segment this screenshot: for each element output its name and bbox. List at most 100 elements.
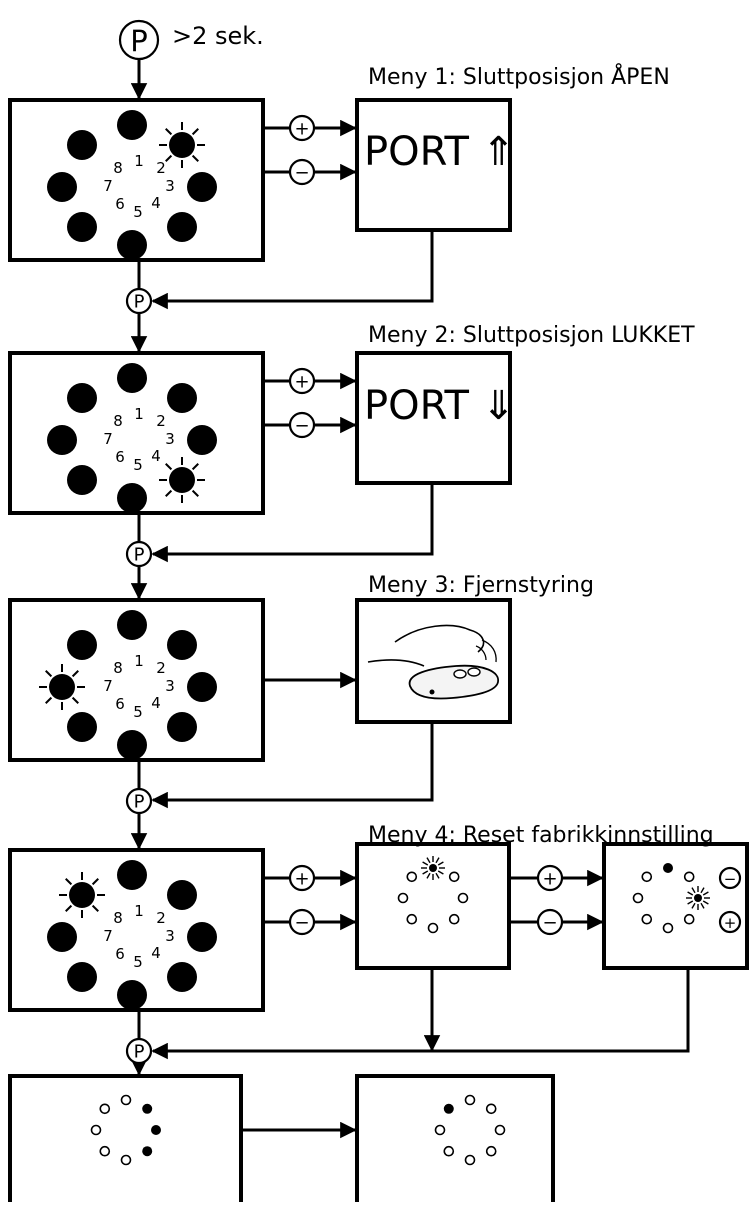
button-symbol: P <box>134 292 145 313</box>
minus-button-1[interactable]: − <box>288 158 316 186</box>
signal-wave <box>481 639 497 663</box>
button-outline <box>125 540 153 568</box>
button-symbol: + <box>294 119 309 140</box>
flash-ray <box>702 900 709 905</box>
small-led-on <box>443 1103 454 1114</box>
flash-ray <box>437 870 444 875</box>
flash-dot <box>694 894 702 902</box>
plus-button-1[interactable]: + <box>288 114 316 142</box>
minus-button-4a[interactable]: − <box>288 908 316 936</box>
led-7 <box>47 922 77 952</box>
led-number-6: 6 <box>115 695 125 713</box>
led-5 <box>117 230 147 260</box>
led-8 <box>67 383 97 413</box>
button-symbol: − <box>294 913 309 934</box>
plus-button-2[interactable]: + <box>288 367 316 395</box>
return-to-p-3 <box>151 722 434 809</box>
led-number-5: 5 <box>133 703 143 721</box>
button-symbol: − <box>724 870 737 888</box>
small-led-off <box>120 1154 132 1166</box>
led-5 <box>117 980 147 1010</box>
small-led-on <box>151 1125 161 1135</box>
p-button-4[interactable]: P <box>125 1037 153 1065</box>
led-ray <box>71 670 79 678</box>
small-led-off <box>99 1145 111 1157</box>
led-1 <box>117 110 147 140</box>
led-ray <box>191 463 199 471</box>
small-led-off <box>397 892 409 904</box>
plus-button-4a[interactable]: + <box>288 864 316 892</box>
led-number-4: 4 <box>151 447 161 465</box>
led-6 <box>67 712 97 742</box>
small-led-on <box>663 863 673 873</box>
button-outline <box>125 287 153 315</box>
led-4 <box>167 962 197 992</box>
led-number-2: 2 <box>156 909 166 927</box>
flash-ray <box>426 872 431 879</box>
flash-ray <box>691 902 696 909</box>
hand-outline <box>394 624 485 653</box>
active-led-icon <box>159 457 205 503</box>
remote-button <box>467 667 481 677</box>
led-number-7: 7 <box>103 927 113 945</box>
done-ring <box>434 1094 506 1166</box>
led-number-3: 3 <box>165 177 175 195</box>
small-led-off <box>120 1094 132 1106</box>
plus-button-4c[interactable]: + <box>718 910 742 934</box>
return-to-p-1 <box>151 230 434 310</box>
p-button-3[interactable]: P <box>125 787 153 815</box>
connector-lines <box>95 60 714 1152</box>
button-symbol: P <box>130 24 148 58</box>
p-button-start[interactable]: P <box>118 19 160 61</box>
flash-ray <box>422 861 429 866</box>
p-button-2[interactable]: P <box>125 540 153 568</box>
led-ray <box>65 904 73 912</box>
led-number-4: 4 <box>151 194 161 212</box>
led-number-8: 8 <box>113 659 123 677</box>
small-led-on <box>142 1146 153 1157</box>
small-led-off <box>448 871 460 883</box>
p-button-1[interactable]: P <box>125 287 153 315</box>
led-number-3: 3 <box>165 927 175 945</box>
small-led-off <box>641 871 653 883</box>
start-duration-label: >2 sek. <box>172 22 264 50</box>
led-ray <box>45 696 53 704</box>
done-box <box>355 1074 555 1206</box>
flash-ray <box>435 872 440 879</box>
button-symbol: + <box>724 914 737 932</box>
led-2 <box>167 880 197 910</box>
small-led-off <box>406 913 418 925</box>
led-dot <box>49 674 75 700</box>
led-ray <box>65 878 73 886</box>
button-outline <box>288 864 316 892</box>
led-number-5: 5 <box>133 953 143 971</box>
led-7 <box>47 172 77 202</box>
led-1 <box>117 860 147 890</box>
small-led-off <box>443 1145 455 1157</box>
plus-button-4b[interactable]: + <box>536 864 564 892</box>
button-symbol: P <box>134 545 145 566</box>
minus-button-4c[interactable]: − <box>718 866 742 890</box>
small-led-off <box>427 922 439 934</box>
led-number-1: 1 <box>134 902 144 920</box>
led-number-7: 7 <box>103 430 113 448</box>
led-6 <box>67 962 97 992</box>
led-number-4: 4 <box>151 694 161 712</box>
button-symbol: − <box>294 163 309 184</box>
button-outline <box>718 910 742 934</box>
return-to-p-2 <box>151 483 434 563</box>
led-number-8: 8 <box>113 412 123 430</box>
small-led-off <box>90 1124 102 1136</box>
minus-button-4b[interactable]: − <box>536 908 564 936</box>
minus-button-2[interactable]: − <box>288 411 316 439</box>
reset-step-2-box <box>602 842 749 970</box>
led-number-4: 4 <box>151 944 161 962</box>
led-8 <box>67 130 97 160</box>
remote-button <box>453 669 467 679</box>
small-led-off <box>641 913 653 925</box>
progress-ring <box>90 1094 161 1166</box>
led-number-5: 5 <box>133 456 143 474</box>
